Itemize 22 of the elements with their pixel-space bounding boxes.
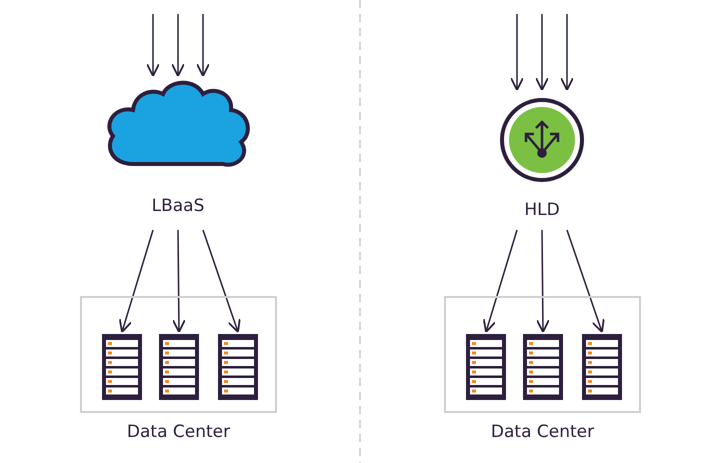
- node-label: Data Center: [490, 422, 596, 442]
- arrow: [202, 230, 241, 333]
- arrow: [118, 230, 154, 333]
- arrow: [171, 14, 185, 77]
- node-label: Data Center: [126, 422, 232, 442]
- arrow: [560, 14, 574, 91]
- arrow: [566, 230, 605, 333]
- arrow: [536, 230, 550, 333]
- server-rack-icon: [218, 334, 258, 400]
- arrow: [172, 230, 186, 333]
- node-label: HLD: [523, 200, 561, 220]
- arrow: [535, 14, 549, 91]
- arrow: [196, 14, 210, 77]
- server-rack-icon: [582, 334, 622, 400]
- server-rack-icon: [466, 334, 506, 400]
- server-rack-icon: [102, 334, 142, 400]
- arrow: [482, 230, 518, 333]
- arrow: [146, 14, 160, 77]
- arrow: [510, 14, 524, 91]
- node-label: LBaaS: [150, 196, 206, 216]
- server-rack-icon: [159, 334, 199, 400]
- server-rack-icon: [523, 334, 563, 400]
